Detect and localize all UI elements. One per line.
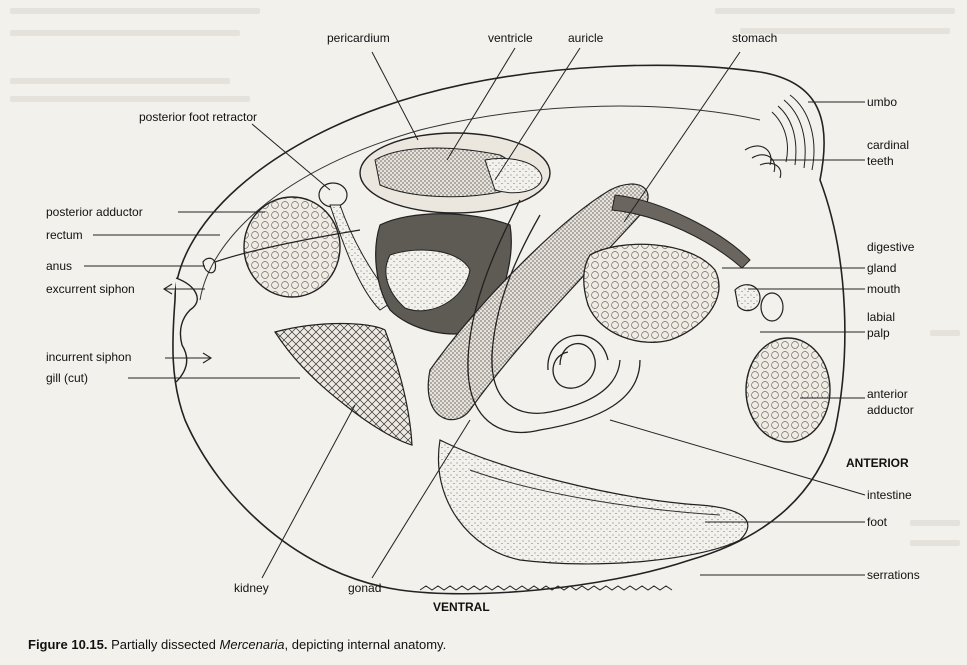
background-text-line bbox=[910, 540, 960, 546]
background-text-line bbox=[10, 96, 250, 102]
label-cardinal-line1: cardinal bbox=[867, 138, 909, 152]
label-anterior-line1: anterior bbox=[867, 387, 908, 401]
serrations-shape bbox=[419, 585, 673, 591]
background-text-line bbox=[740, 28, 950, 34]
caption-figure-number: Figure 10.15. bbox=[28, 637, 108, 652]
label-ventricle: ventricle bbox=[488, 31, 533, 45]
label-gonad: gonad bbox=[348, 581, 381, 595]
umbo-ridges bbox=[771, 94, 815, 171]
label-serrations: serrations bbox=[867, 568, 920, 582]
mantle-line bbox=[199, 105, 761, 301]
label-foot: foot bbox=[867, 515, 888, 529]
label-ventral-orientation: VENTRAL bbox=[433, 600, 490, 614]
label-posterior-foot-retractor: posterior foot retractor bbox=[139, 110, 257, 124]
label-excurrent-siphon: excurrent siphon bbox=[46, 282, 135, 296]
label-adductor-line2: adductor bbox=[867, 403, 914, 417]
label-anterior-orientation: ANTERIOR bbox=[846, 456, 909, 470]
rectum-shape bbox=[214, 229, 361, 263]
kidney-inner bbox=[385, 249, 471, 312]
background-text-line bbox=[910, 520, 960, 526]
anus-shape bbox=[202, 257, 217, 274]
label-intestine: intestine bbox=[867, 488, 912, 502]
background-text-line bbox=[10, 78, 230, 84]
intestine-loops bbox=[467, 199, 641, 434]
caption-text-after: , depicting internal anatomy. bbox=[284, 637, 447, 652]
incurrent-arrow bbox=[165, 352, 213, 364]
leader-lines bbox=[84, 47, 866, 579]
anterior-adductor-shape bbox=[745, 337, 831, 443]
label-gland-line2: gland bbox=[867, 261, 896, 275]
label-mouth: mouth bbox=[867, 282, 900, 296]
background-text-line bbox=[715, 8, 955, 14]
gill-shape bbox=[274, 322, 413, 446]
label-posterior-adductor: posterior adductor bbox=[46, 205, 143, 219]
label-palp-line2: palp bbox=[867, 326, 890, 340]
posterior-adductor-shape bbox=[243, 196, 341, 298]
label-anus: anus bbox=[46, 259, 72, 273]
labial-palp-shape bbox=[760, 292, 784, 322]
foot-shape bbox=[438, 439, 749, 565]
mouth-shape bbox=[734, 284, 761, 312]
label-labial-line1: labial bbox=[867, 310, 895, 324]
background-text-line bbox=[10, 8, 260, 14]
label-rectum: rectum bbox=[46, 228, 83, 242]
siphon-notch bbox=[175, 277, 198, 383]
excurrent-arrow bbox=[162, 283, 205, 295]
background-text-line bbox=[930, 330, 960, 336]
label-kidney: kidney bbox=[234, 581, 269, 595]
label-incurrent-siphon: incurrent siphon bbox=[46, 350, 131, 364]
caption-species: Mercenaria bbox=[219, 637, 285, 652]
figure-caption: Figure 10.15. Partially dissected Mercen… bbox=[28, 637, 446, 652]
label-umbo: umbo bbox=[867, 95, 897, 109]
label-gill-cut: gill (cut) bbox=[46, 371, 88, 385]
foot-inner-line bbox=[469, 469, 721, 516]
label-pericardium: pericardium bbox=[327, 31, 390, 45]
background-text-line bbox=[10, 30, 240, 36]
posterior-foot-retractor-shape bbox=[318, 182, 348, 208]
shell-outline bbox=[172, 64, 846, 595]
cardinal-teeth bbox=[744, 145, 782, 179]
label-digestive-line1: digestive bbox=[867, 240, 915, 254]
label-teeth-line2: teeth bbox=[867, 154, 894, 168]
label-stomach: stomach bbox=[732, 31, 777, 45]
caption-text-before: Partially dissected bbox=[111, 637, 216, 652]
digestive-gland-shape bbox=[583, 243, 720, 343]
label-auricle: auricle bbox=[568, 31, 604, 45]
auricle-shape bbox=[484, 157, 543, 194]
